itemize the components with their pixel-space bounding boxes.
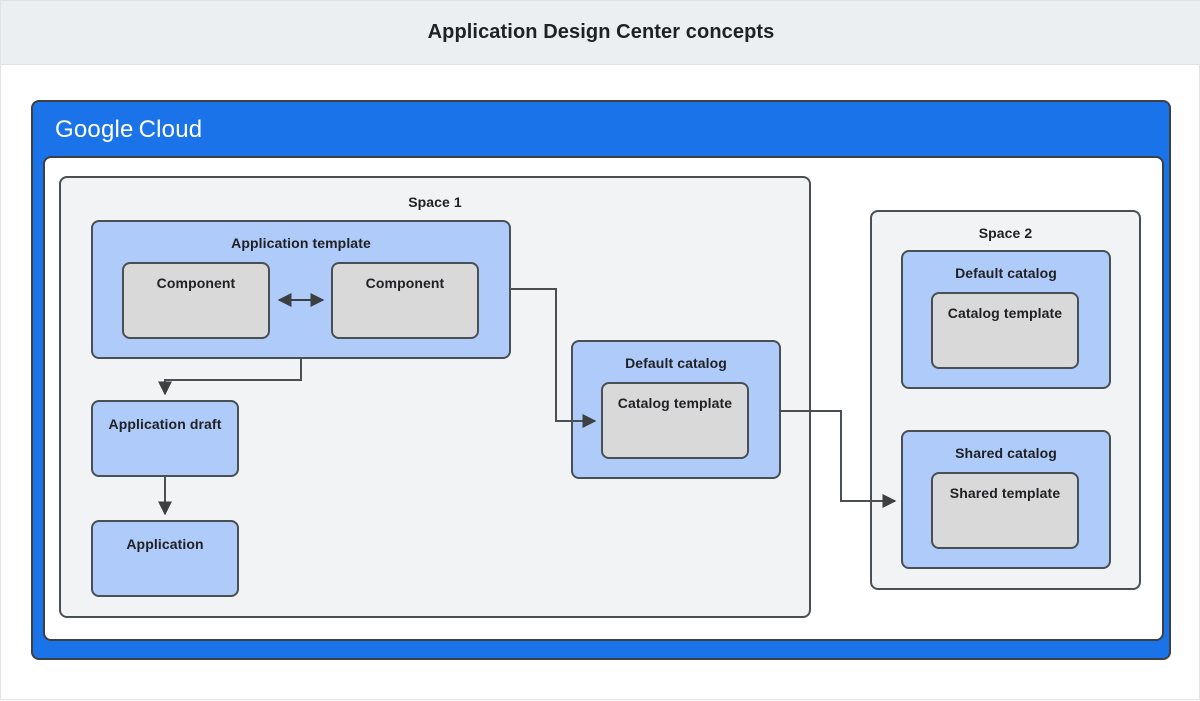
- default-catalog-space2-label: Default catalog: [955, 265, 1057, 281]
- page-title: Application Design Center concepts: [427, 21, 775, 43]
- shared-template-node[interactable]: Shared template: [931, 472, 1079, 549]
- shared-catalog-label: Shared catalog: [955, 445, 1057, 461]
- page-header: Application Design Center concepts: [1, 1, 1200, 65]
- component-a-label: Component: [156, 275, 236, 291]
- google-cloud-logo-secondary: Cloud: [138, 116, 203, 143]
- application-node[interactable]: Application: [91, 520, 239, 597]
- component-b-node[interactable]: Component: [331, 262, 479, 339]
- application-draft-node[interactable]: Application draft: [91, 400, 239, 477]
- space-2-label: Space 2: [978, 225, 1033, 241]
- application-label: Application: [126, 536, 204, 552]
- catalog-template-space1-label: Catalog template: [617, 395, 733, 411]
- catalog-template-space2-node[interactable]: Catalog template: [931, 292, 1079, 369]
- catalog-template-space1-node[interactable]: Catalog template: [601, 382, 749, 459]
- default-catalog-space1-label: Default catalog: [625, 355, 727, 371]
- google-cloud-logo-primary: Google: [55, 116, 134, 143]
- shared-template-label: Shared template: [949, 485, 1061, 501]
- application-template-label: Application template: [231, 235, 371, 251]
- component-b-label: Component: [365, 275, 445, 291]
- catalog-template-space2-label: Catalog template: [947, 305, 1063, 321]
- space-1-label: Space 1: [408, 194, 462, 210]
- application-draft-label: Application draft: [108, 416, 222, 432]
- component-a-node[interactable]: Component: [122, 262, 270, 339]
